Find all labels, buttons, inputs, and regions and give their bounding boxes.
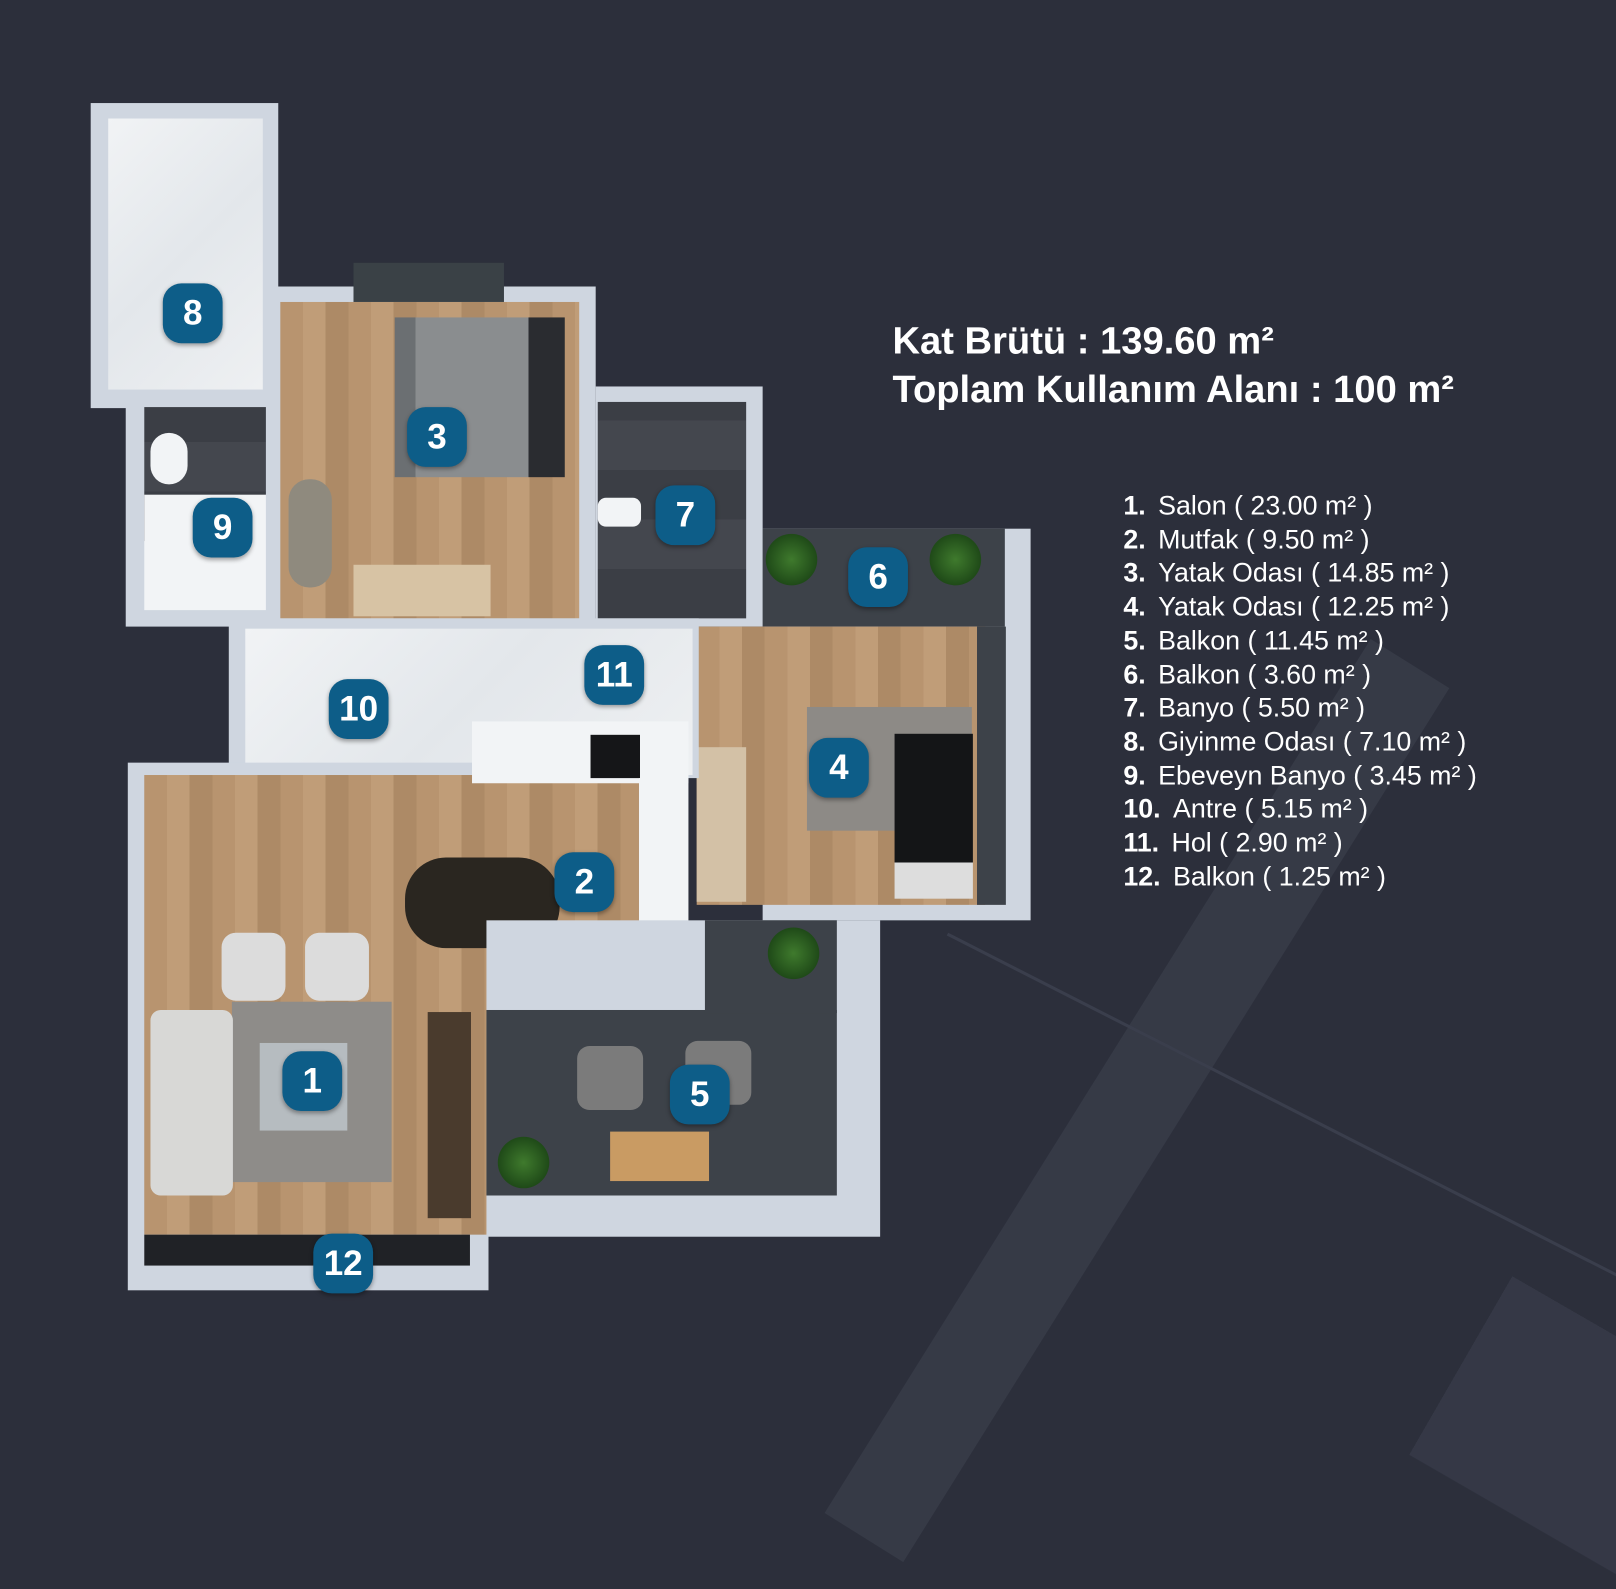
sofa (150, 1009, 233, 1196)
room-12-balkon (144, 1234, 470, 1266)
outdoor-chair (577, 1046, 644, 1110)
window (353, 262, 504, 302)
room-badge-2: 2 (554, 852, 615, 913)
cooktop (590, 734, 641, 779)
plant-icon (929, 533, 982, 586)
floor-plan-page: 1 2 3 4 5 6 7 8 9 10 11 12 Kat Brütü : 1… (90, 103, 1616, 1589)
bench (353, 564, 491, 617)
room-badge-11: 11 (584, 645, 645, 705)
legend-item: 3. Yatak Odası ( 14.85 m² ) (1123, 556, 1476, 590)
legend-number: 8. (1123, 725, 1146, 757)
legend-label: Antre ( 5.15 m² ) (1172, 792, 1369, 824)
wardrobe (696, 747, 747, 902)
decorative-block (1409, 1276, 1616, 1589)
legend-label: Giyinme Odası ( 7.10 m² ) (1158, 725, 1467, 757)
toilet (597, 497, 642, 527)
bed (894, 733, 973, 899)
legend-number: 6. (1123, 658, 1146, 689)
legend-item: 9. Ebeveyn Banyo ( 3.45 m² ) (1123, 758, 1476, 792)
room-4-window (977, 626, 1006, 905)
legend-label: Balkon ( 1.25 m² ) (1172, 860, 1386, 892)
armchair (221, 932, 286, 1001)
kitchen-counter (472, 721, 689, 784)
legend-number: 5. (1123, 624, 1146, 656)
legend-number: 2. (1123, 523, 1146, 555)
legend-item: 6. Balkon ( 3.60 m² ) (1123, 657, 1476, 691)
legend-label: Yatak Odası ( 12.25 m² ) (1158, 590, 1450, 622)
room-badge-1: 1 (282, 1051, 343, 1111)
legend-item: 1. Salon ( 23.00 m² ) (1123, 489, 1476, 523)
legend-number: 7. (1123, 691, 1146, 723)
legend-label: Mutfak ( 9.50 m² ) (1158, 523, 1370, 555)
room-badge-7: 7 (655, 485, 716, 546)
legend-number: 1. (1123, 489, 1146, 521)
legend-number: 9. (1123, 759, 1146, 791)
room-badge-9: 9 (192, 497, 253, 558)
legend-item: 11. Hol ( 2.90 m² ) (1123, 826, 1476, 860)
legend-number: 11. (1123, 826, 1160, 858)
legend-item: 8. Giyinme Odası ( 7.10 m² ) (1123, 724, 1476, 758)
legend-number: 3. (1123, 556, 1146, 588)
legend-label: Balkon ( 11.45 m² ) (1158, 624, 1384, 656)
room-badge-12: 12 (313, 1233, 374, 1294)
room-badge-5: 5 (669, 1064, 730, 1125)
legend-label: Hol ( 2.90 m² ) (1171, 826, 1343, 858)
armchair (305, 932, 369, 1001)
plant-icon (767, 927, 820, 980)
legend-number: 12. (1123, 860, 1161, 892)
plant-icon (765, 533, 818, 586)
legend-item: 2. Mutfak ( 9.50 m² ) (1123, 522, 1476, 556)
legend-item: 7. Banyo ( 5.50 m² ) (1123, 691, 1476, 725)
room-8-giyinme (108, 118, 263, 390)
plant-icon (497, 1136, 550, 1189)
legend-item: 5. Balkon ( 11.45 m² ) (1123, 623, 1476, 657)
desk (288, 479, 332, 588)
room-legend: 1. Salon ( 23.00 m² ) 2. Mutfak ( 9.50 m² … (1123, 489, 1476, 893)
usable-area-title: Toplam Kullanım Alanı : 100 m² (892, 367, 1454, 411)
legend-item: 12. Balkon ( 1.25 m² ) (1123, 859, 1476, 893)
room-badge-6: 6 (848, 547, 908, 608)
legend-label: Banyo ( 5.50 m² ) (1158, 691, 1366, 723)
legend-label: Salon ( 23.00 m² ) (1158, 489, 1373, 521)
outdoor-table (610, 1131, 710, 1182)
room-badge-8: 8 (162, 283, 223, 344)
legend-label: Ebeveyn Banyo ( 3.45 m² ) (1158, 759, 1477, 791)
legend-number: 10. (1123, 792, 1161, 824)
legend-item: 10. Antre ( 5.15 m² ) (1123, 792, 1476, 826)
tv-unit (427, 1012, 471, 1219)
room-badge-4: 4 (809, 737, 869, 798)
legend-label: Yatak Odası ( 14.85 m² ) (1158, 556, 1450, 588)
legend-item: 4. Yatak Odası ( 12.25 m² ) (1123, 590, 1476, 624)
room-badge-10: 10 (328, 679, 389, 739)
sink (150, 432, 188, 485)
legend-number: 4. (1123, 590, 1146, 622)
gross-area-title: Kat Brütü : 139.60 m² (892, 319, 1274, 362)
room-badge-3: 3 (407, 407, 467, 467)
legend-label: Balkon ( 3.60 m² ) (1158, 658, 1372, 689)
